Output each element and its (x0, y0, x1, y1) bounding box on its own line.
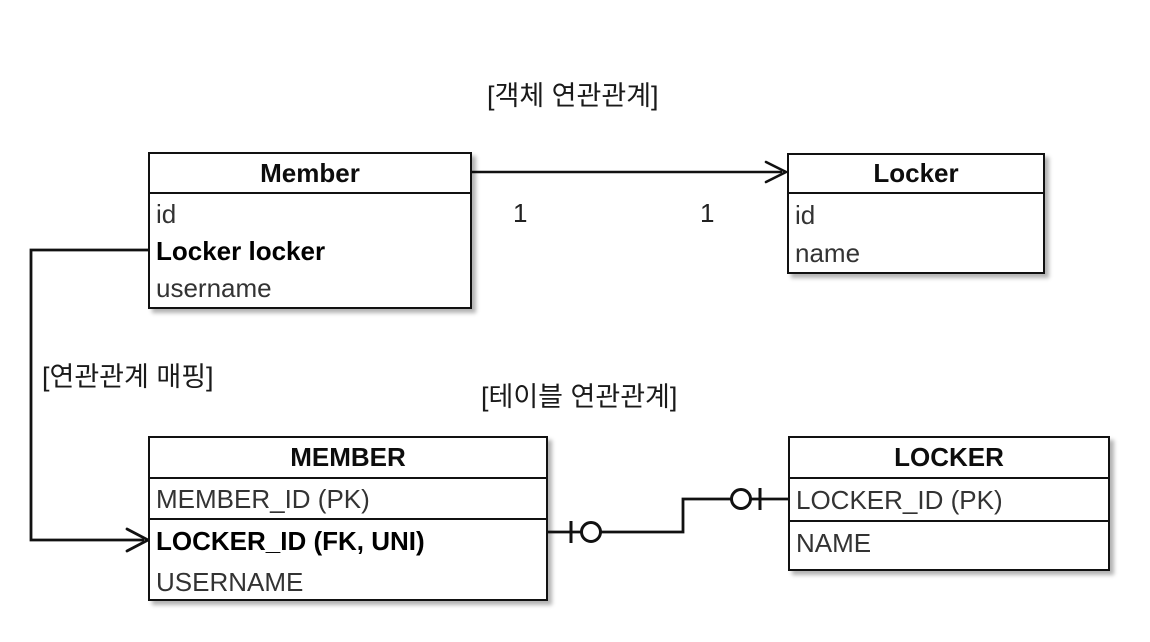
erd-column: USERNAME (156, 567, 304, 597)
uml-attribute: username (156, 273, 272, 303)
cardinality-zero-circle-icon (580, 521, 602, 543)
multiplicity-target: 1 (700, 198, 715, 228)
uml-class-member[interactable]: Member id Locker locker username (148, 152, 472, 309)
erd-column-locker-id: LOCKER_ID (FK, UNI) (156, 526, 425, 556)
mapping-arrowhead-icon (125, 527, 152, 553)
uml-class-locker-title: Locker (789, 155, 1043, 194)
erd-table-locker[interactable]: LOCKER LOCKER_ID (PK) NAME (788, 436, 1110, 571)
erd-table-locker-title: LOCKER (790, 438, 1108, 479)
uml-class-member-title: Member (150, 154, 470, 194)
erd-table-member[interactable]: MEMBER MEMBER_ID (PK) LOCKER_ID (FK, UNI… (148, 436, 548, 601)
uml-class-locker[interactable]: Locker id name (787, 153, 1045, 274)
uml-attribute: id (156, 199, 177, 229)
caption-association-mapping: [연관관계 매핑] (42, 362, 214, 392)
erd-table-member-pk-section: MEMBER_ID (PK) (150, 479, 546, 520)
erd-table-locker-pk-section: LOCKER_ID (PK) (790, 479, 1108, 522)
uml-class-member-attributes: id Locker locker username (150, 194, 470, 307)
uml-attribute: id (795, 200, 816, 230)
caption-object-association: [객체 연관관계] (487, 81, 659, 111)
uml-class-locker-attributes: id name (789, 194, 1043, 272)
cardinality-zero-circle-icon (730, 488, 752, 510)
mapping-line (29, 248, 148, 542)
relationship-line-step (601, 497, 731, 534)
association-arrowhead-icon (764, 160, 789, 184)
erd-column: MEMBER_ID (PK) (156, 484, 370, 514)
multiplicity-source: 1 (513, 198, 528, 228)
caption-table-association: [테이블 연관관계] (481, 382, 678, 412)
erd-table-member-title: MEMBER (150, 438, 546, 479)
uml-attribute-locker: Locker locker (156, 236, 326, 266)
erd-table-member-column-section: LOCKER_ID (FK, UNI) USERNAME (150, 520, 546, 603)
erd-table-locker-column-section: NAME (790, 522, 1108, 565)
erd-column: LOCKER_ID (PK) (796, 485, 1003, 515)
erd-column: NAME (796, 528, 872, 558)
uml-attribute: name (795, 238, 861, 268)
